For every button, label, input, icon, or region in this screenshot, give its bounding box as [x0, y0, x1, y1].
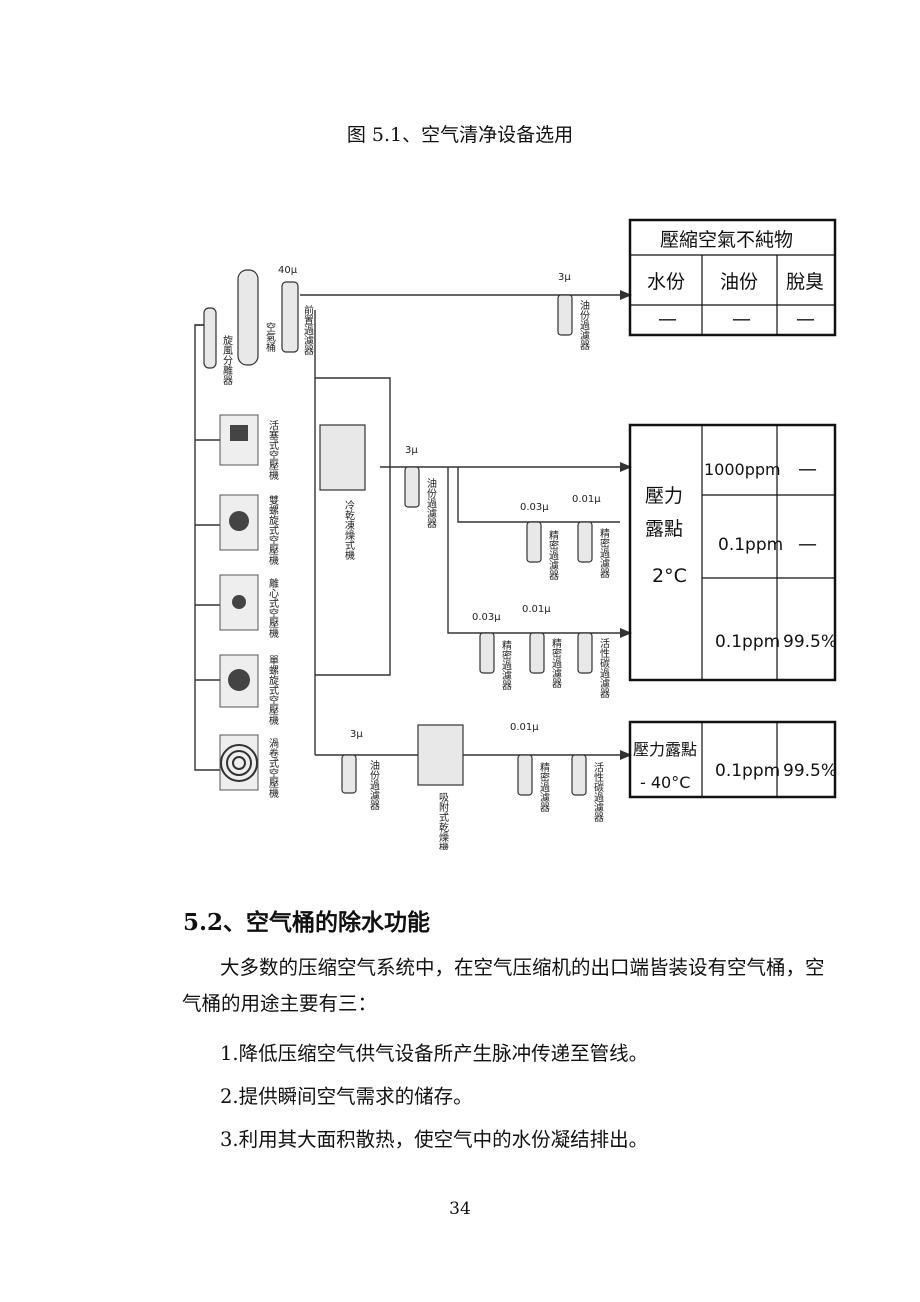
label-adsorption-dryer: 吸附式乾燥機	[437, 792, 449, 850]
table-top-cell-1: —	[658, 308, 677, 330]
table-top-header: 壓縮空氣不純物	[660, 229, 793, 251]
label-micron-3c: 3μ	[350, 729, 363, 740]
label-micron-3b: 3μ	[405, 445, 418, 456]
label-carbon-filter-1: 活性碳過濾器	[598, 638, 610, 699]
figure-caption: 图 5.1、空气清净设备选用	[346, 124, 574, 146]
table-top-cell-3: —	[796, 308, 815, 330]
label-cyclone: 旋風分離器	[221, 334, 233, 386]
list-item-3: 3.利用其大面积散热，使空气中的水份凝结排出。	[220, 1128, 649, 1151]
table-mid-label-3: 2°C	[652, 565, 687, 587]
label-piston-comp: 活塞式空壓機	[267, 420, 279, 481]
label-scroll-comp: 渦卷式空壓機	[267, 738, 279, 799]
label-oil-filter-top: 油份過濾器	[578, 299, 590, 351]
table-bottom-label-1: 壓力露點	[633, 740, 697, 759]
air-cleaning-diagram: 40μ 3μ 3μ 3μ 0.03μ 0.01μ 0.03μ 0.01μ 0.0…	[194, 218, 837, 850]
table-top-col-deodor: 脫臭	[786, 271, 824, 293]
table-mid-r3c2: 99.5%	[783, 632, 837, 652]
label-micron-001a: 0.01μ	[572, 494, 601, 505]
label-micron-001b: 0.01μ	[522, 604, 551, 615]
table-top-cell-2: —	[732, 308, 751, 330]
table-bottom-cell-2: 99.5%	[783, 761, 837, 781]
table-mid-r2c1: 0.1ppm	[718, 535, 783, 555]
table-mid-label-1: 壓力	[645, 485, 683, 507]
label-fine-filter-4: 精密過濾器	[550, 637, 562, 689]
page-number: 34	[449, 1199, 471, 1219]
label-oil-filter-mid: 油份過濾器	[425, 477, 437, 529]
table-mid-r2c2: —	[798, 533, 817, 555]
table-top-col-water: 水份	[647, 271, 685, 293]
section-intro: 大多数的压缩空气系统中，在空气压缩机的出口端皆装设有空气桶，空气桶的用途主要有三…	[182, 956, 825, 1015]
label-carbon-filter-2: 活性碳過濾器	[592, 762, 604, 823]
list-item-1: 1.降低压缩空气供气设备所产生脉冲传递至管线。	[220, 1042, 649, 1065]
label-fine-filter-5: 精密過濾器	[538, 761, 550, 813]
label-centrifugal-comp: 離心式空壓機	[267, 577, 279, 639]
label-twin-screw-comp: 雙螺旋式空壓機	[267, 494, 279, 566]
label-fine-filter-2: 精密過濾器	[598, 527, 610, 579]
label-pre-filter: 前置過濾器	[302, 304, 314, 356]
label-micron-001c: 0.01μ	[510, 722, 539, 733]
table-mid-label-2: 露點	[645, 518, 683, 540]
label-air-tank: 空氣桶	[264, 321, 276, 353]
label-fine-filter-1: 精密過濾器	[547, 529, 559, 581]
list-item-2: 2.提供瞬间空气需求的储存。	[220, 1085, 473, 1108]
table-mid-r3c1: 0.1ppm	[715, 632, 780, 652]
label-micron-40: 40μ	[278, 265, 298, 276]
label-micron-003b: 0.03μ	[472, 612, 501, 623]
label-micron-003a: 0.03μ	[520, 502, 549, 513]
table-top-col-oil: 油份	[720, 271, 758, 293]
label-refrig-dryer: 冷乾凍燥式機	[343, 499, 355, 561]
table-mid-r1c1: 1000ppm	[704, 460, 781, 479]
label-oil-filter-low: 油份過濾器	[368, 759, 380, 811]
table-bottom-label-2: - 40°C	[640, 773, 690, 792]
label-single-screw-comp: 單螺旋式空壓機	[267, 655, 279, 726]
table-bottom-cell-1: 0.1ppm	[715, 761, 780, 781]
label-fine-filter-3: 精密過濾器	[500, 639, 512, 691]
table-mid-r1c2: —	[798, 458, 817, 480]
section-title: 5.2、空气桶的除水功能	[183, 909, 431, 936]
label-micron-3a: 3μ	[558, 272, 571, 283]
